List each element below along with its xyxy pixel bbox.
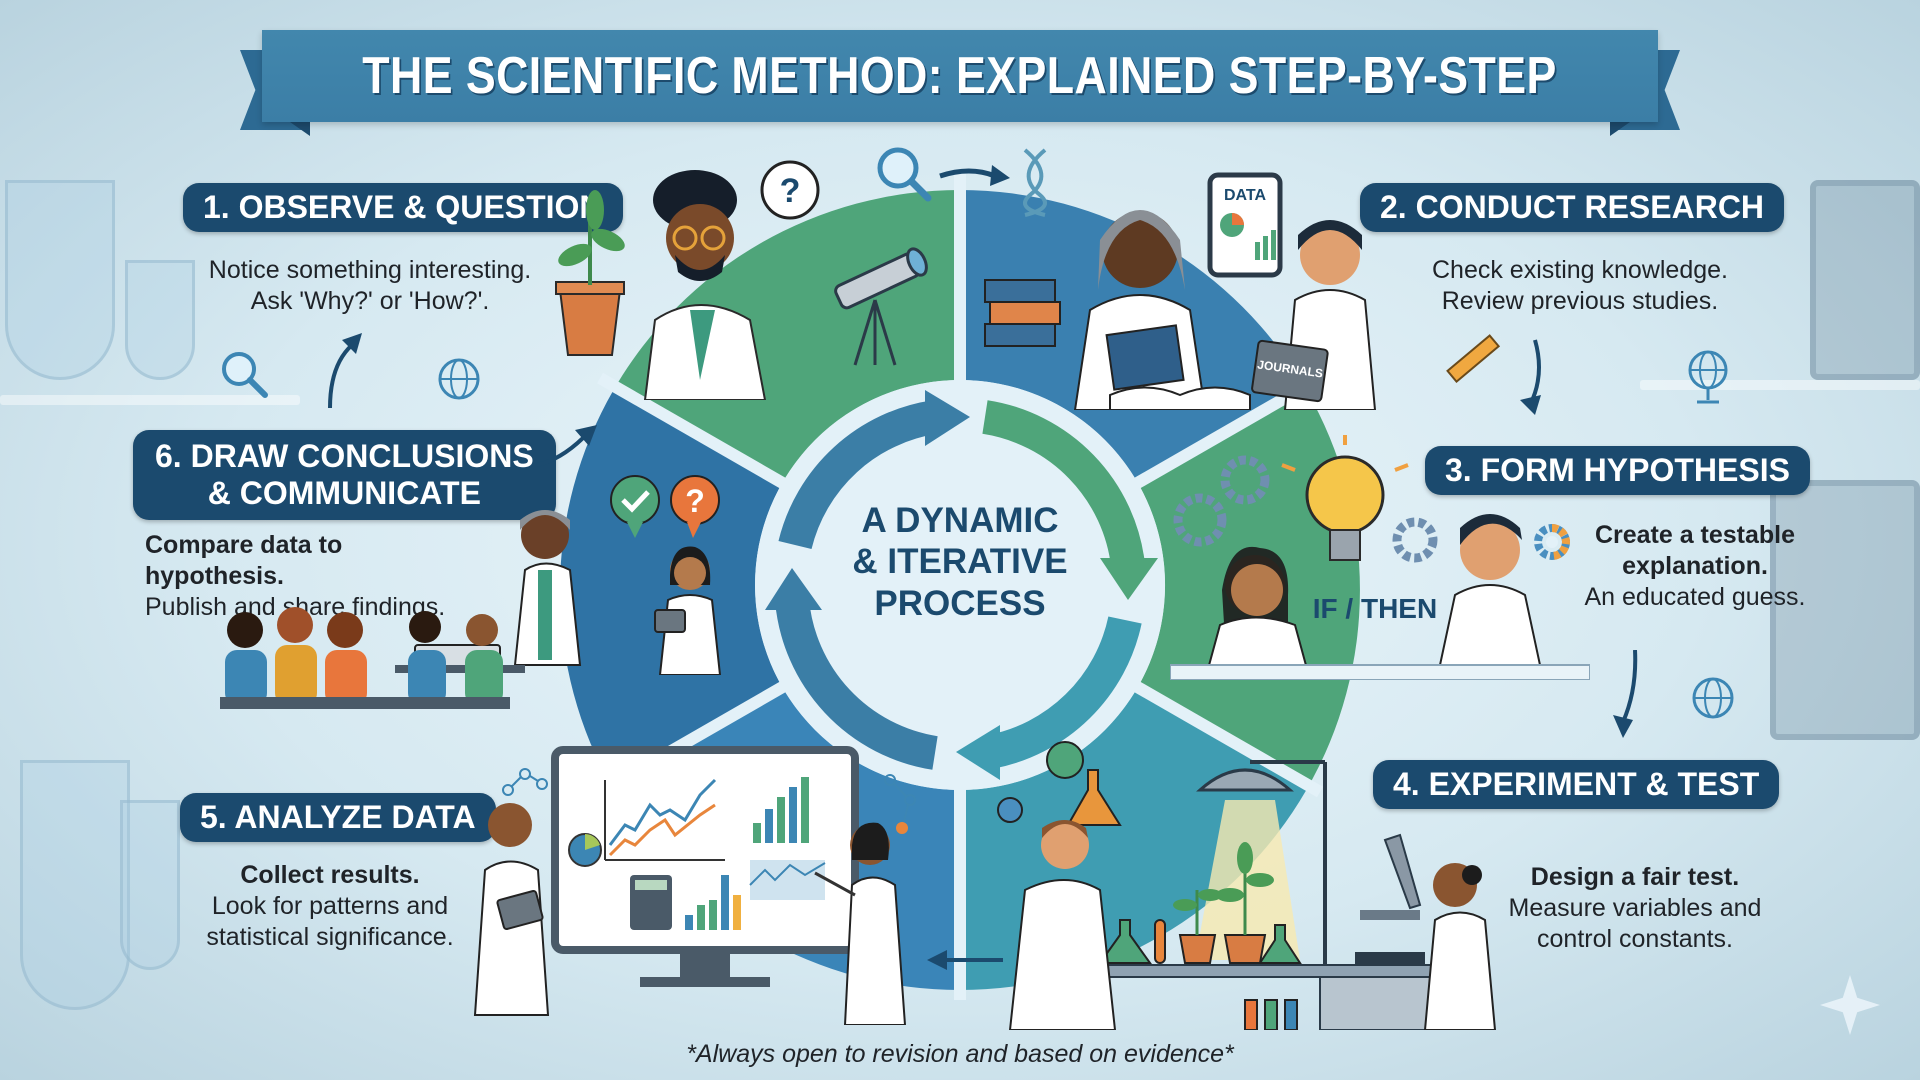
step-6-illustration [220, 510, 582, 709]
step-4-illustration [997, 741, 1497, 1030]
dna-icon [1023, 148, 1047, 217]
ring-segment-conclude [560, 240, 960, 930]
step-4-desc-line1: Measure variables and [1508, 894, 1762, 922]
step-3-desc-strong: Create a testable explanation. [1594, 521, 1796, 580]
banner-body: THE SCIENTIFIC METHOD: EXPLAINED STEP-BY… [262, 30, 1658, 122]
step-5-desc-line2: statistical significance. [206, 923, 454, 951]
feedback-bubbles: ? [610, 475, 720, 538]
step-4-description: Design a fair test. Measure variables an… [1500, 862, 1770, 955]
curved-arrow-icon [927, 950, 1003, 970]
step-1-desc-line2: Ask 'Why?' or 'How?'. [250, 287, 490, 315]
gear-icon [1534, 524, 1570, 560]
if-then-label: IF / THEN [1313, 593, 1437, 624]
question-bubble-icon: ? [670, 475, 720, 538]
svg-text:?: ? [780, 172, 801, 210]
step-6-scientist-woman [654, 546, 722, 675]
step-1-label: 1. OBSERVE & QUESTION [183, 183, 623, 232]
center-caption-line1: A DYNAMIC [861, 501, 1059, 540]
footer-note: *Always open to revision and based on ev… [686, 1040, 1234, 1068]
step-6-label-line1: 6. DRAW CONCLUSIONS [155, 438, 534, 474]
step-5-label: 5. ANALYZE DATA [180, 793, 496, 842]
pointer-stick [814, 871, 856, 897]
step-3-label: 3. FORM HYPOTHESIS [1425, 446, 1810, 495]
globe-icon [1692, 677, 1734, 719]
step-2-illustration: DATA JOURNALS [984, 172, 1377, 410]
tablet-data-label: DATA [1224, 187, 1267, 204]
telescope-icon [834, 247, 928, 366]
step-3-description: Create a testable explanation. An educat… [1570, 520, 1820, 613]
step-6-label: 6. DRAW CONCLUSIONS & COMMUNICATE [133, 430, 556, 520]
step-1-desc-line1: Notice something interesting. [208, 256, 532, 284]
lightbulb-icon [1281, 435, 1409, 561]
center-caption-line3: PROCESS [874, 583, 1046, 623]
step-3-illustration: IF / THEN [1170, 435, 1590, 680]
step-4-desc-strong: Design a fair test. [1530, 863, 1740, 891]
check-bubble-icon [610, 475, 660, 538]
globe-icon [438, 358, 480, 400]
pencil-icon [1446, 334, 1541, 415]
magnifier-icon [222, 352, 268, 398]
step-5-desc-strong: Collect results. [240, 861, 420, 889]
cycle-arrowhead-2 [1100, 558, 1158, 600]
curved-arrow-icon [1613, 650, 1638, 738]
step-6-description: Compare data to hypothesis. Publish and … [145, 530, 475, 623]
magnifier-icon [877, 147, 932, 202]
curved-arrow-icon [536, 425, 597, 467]
curved-arrow-icon [939, 168, 996, 179]
center-caption: A DYNAMIC & ITERATIVE PROCESS [810, 500, 1110, 624]
step-5-desc-line1: Look for patterns and [211, 892, 449, 920]
cycle-arrowhead-1 [925, 390, 970, 446]
globe-icon [1688, 350, 1728, 404]
sparkle-icon [1820, 975, 1880, 1035]
step-3-desc-line1: An educated guess. [1584, 583, 1806, 611]
page-title: THE SCIENTIFIC METHOD: EXPLAINED STEP-BY… [362, 47, 1558, 105]
title-banner: THE SCIENTIFIC METHOD: EXPLAINED STEP-BY… [240, 28, 1680, 136]
step-1-illustration: ? [555, 160, 820, 400]
step-2-description: Check existing knowledge. Review previou… [1400, 255, 1760, 317]
molecule-icon [502, 768, 548, 796]
step-2-desc-line1: Check existing knowledge. [1432, 256, 1728, 284]
step-4-label: 4. EXPERIMENT & TEST [1373, 760, 1780, 809]
cycle-arrowhead-4 [765, 568, 822, 610]
svg-text:?: ? [685, 483, 705, 519]
center-caption-line2: & ITERATIVE [852, 542, 1068, 582]
step-2-label: 2. CONDUCT RESEARCH [1360, 183, 1785, 232]
step-6-label-line2: & COMMUNICATE [207, 474, 481, 511]
step-5-description: Collect results. Look for patterns and s… [180, 860, 480, 953]
step-2-desc-line2: Review previous studies. [1441, 287, 1719, 315]
step-1-description: Notice something interesting. Ask 'Why?'… [190, 255, 550, 317]
research-icons [877, 147, 1047, 217]
curved-arrow-icon [1528, 339, 1541, 406]
step-6-desc-strong: Compare data to hypothesis. [145, 531, 343, 590]
curved-arrow-icon [328, 333, 362, 409]
molecule-icon [884, 774, 916, 834]
step-4-desc-line2: control constants. [1537, 925, 1733, 953]
step-5-illustration [473, 746, 907, 1025]
cycle-arrowhead-3 [956, 725, 1000, 780]
